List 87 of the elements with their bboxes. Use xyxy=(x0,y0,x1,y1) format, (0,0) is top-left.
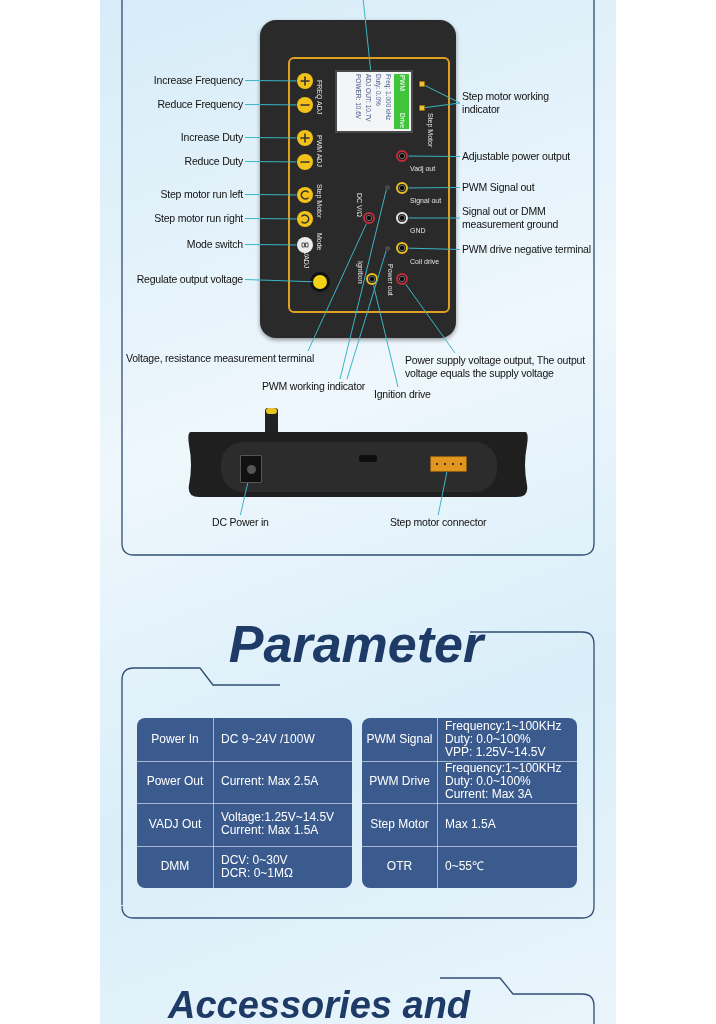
led-indicator xyxy=(419,105,425,111)
banana-jack xyxy=(396,212,408,224)
leader-line xyxy=(362,0,372,71)
banana-jack xyxy=(396,150,408,162)
leader-line xyxy=(437,471,448,516)
plus-button xyxy=(297,130,313,146)
leader-line xyxy=(244,80,297,82)
banana-jack xyxy=(396,242,408,254)
display-screen xyxy=(335,70,413,133)
dc-power-jack xyxy=(240,455,262,483)
spec-name: VADJ Out xyxy=(148,817,202,831)
spec-value: Frequency:1~100KHz xyxy=(445,762,562,776)
leader-line xyxy=(244,161,297,163)
callout-label: Mode switch xyxy=(186,238,243,251)
leader-line xyxy=(408,217,461,219)
spec-value: 0~55℃ xyxy=(445,860,485,874)
spec-value: Current: Max 3A xyxy=(445,788,533,802)
callout-label: Signal out or DMM measurement ground xyxy=(462,205,592,231)
spec-value: Current: Max 2.5A xyxy=(221,775,319,789)
leader-line xyxy=(408,155,461,157)
section-heading: Parameter xyxy=(228,618,484,670)
callout-label: Step motor working indicator xyxy=(462,90,570,116)
banana-jack xyxy=(366,273,378,285)
spec-name: Step Motor xyxy=(370,817,429,831)
callout-label: Step motor connector xyxy=(390,516,487,529)
rotate-right-button xyxy=(297,211,313,227)
led-indicator xyxy=(419,81,425,87)
banana-jack xyxy=(396,273,408,285)
callout-label: Increase Frequency xyxy=(153,74,243,87)
rotary-knob xyxy=(313,275,327,289)
leader-line xyxy=(244,244,297,246)
leader-line xyxy=(244,104,297,106)
indicator-dot xyxy=(384,184,390,190)
callout-label: PWM drive negative terminal xyxy=(462,243,591,256)
minus-button xyxy=(297,97,313,113)
spec-name: PWM Drive xyxy=(369,775,430,789)
callout-label: PWM Signal out xyxy=(462,181,535,194)
device-side-drawing xyxy=(187,405,529,498)
spec-value: Duty: 0.0~100% xyxy=(445,732,531,746)
plus-button xyxy=(297,73,313,89)
spec-value: Frequency:1~100KHz xyxy=(445,719,562,733)
section-heading: Accessories and xyxy=(168,986,471,1024)
leader-line xyxy=(339,189,387,380)
spec-value: Max 1.5A xyxy=(445,817,496,831)
leader-line xyxy=(346,250,387,380)
spec-value: VPP: 1.25V~14.5V xyxy=(445,745,546,759)
leader-line xyxy=(405,283,456,354)
callout-label: Step motor run left xyxy=(160,188,243,201)
leader-line xyxy=(244,218,297,220)
callout-label: Ignition drive xyxy=(374,388,431,401)
leader-line xyxy=(408,247,461,250)
spec-name: DMM xyxy=(160,860,190,874)
leader-line xyxy=(244,279,313,283)
leader-line xyxy=(408,187,461,189)
spec-name: PWM Signal xyxy=(366,732,433,746)
spec-value: Duty: 0.0~100% xyxy=(445,775,531,789)
callout-label: DC Power in xyxy=(212,516,269,529)
minus-button xyxy=(297,154,313,170)
callout-label: Reduce Duty xyxy=(184,155,243,168)
spec-name: OTR xyxy=(386,860,413,874)
leader-line xyxy=(244,194,297,196)
callout-label: Adjustable power output xyxy=(462,150,571,163)
leader-line xyxy=(424,85,461,104)
leader-line xyxy=(424,102,461,109)
callout-label: Power supply voltage output, The output voltage equals the supply voltage xyxy=(405,354,597,380)
banana-jack xyxy=(396,182,408,194)
callout-label: Increase Duty xyxy=(180,131,243,144)
spec-name: Power Out xyxy=(146,775,204,789)
callout-label: Reduce Frequency xyxy=(157,98,243,111)
callout-label: PWM working indicator xyxy=(262,380,366,393)
spec-value: DC 9~24V /100W xyxy=(221,732,315,746)
callout-label: Step motor run right xyxy=(154,212,243,225)
spec-value: Voltage:1.25V~14.5V xyxy=(221,811,335,825)
callout-label: Regulate output voltage xyxy=(136,273,243,286)
mode-button xyxy=(297,237,313,253)
banana-jack xyxy=(363,212,375,224)
leader-line xyxy=(244,137,297,139)
callout-label: Voltage, resistance measurement terminal xyxy=(126,352,315,365)
spec-value: Current: Max 1.5A xyxy=(221,824,319,838)
rotate-left-button xyxy=(297,187,313,203)
device-front-drawing xyxy=(260,20,456,338)
leader-line xyxy=(373,284,399,388)
indicator-dot xyxy=(384,245,390,251)
spec-value: DCV: 0~30V xyxy=(221,853,288,867)
spec-value: DCR: 0~1MΩ xyxy=(221,866,293,880)
terminal-connector xyxy=(430,456,467,472)
spec-name: Power In xyxy=(151,732,199,746)
